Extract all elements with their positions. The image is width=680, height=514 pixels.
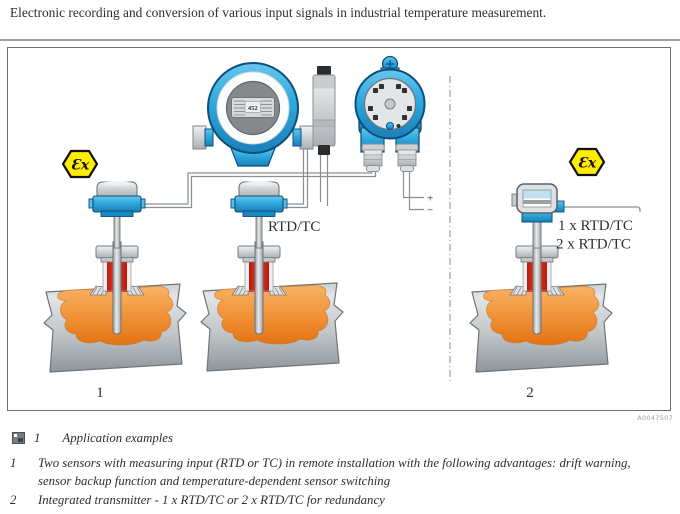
ex-text: Ɛx xyxy=(71,158,90,174)
figure-number: 1 xyxy=(34,431,41,445)
figure-reference-code: A0047507 xyxy=(637,414,673,422)
label-rtd-tc: RTD/TC xyxy=(268,219,320,235)
ex-text: Ɛx xyxy=(578,156,597,172)
cable-gland-left xyxy=(361,143,385,172)
remote-sensor-head-2 xyxy=(230,180,288,249)
legend-item: 2 Integrated transmitter - 1 x RTD/TC or… xyxy=(10,491,650,509)
field-transmitter: 452 xyxy=(192,62,314,167)
head-transmitter xyxy=(354,55,426,172)
figure-caption-text: Application examples xyxy=(62,431,173,445)
header-divider xyxy=(0,39,680,41)
legend-item-number: 1 xyxy=(10,456,17,470)
terminal-screws xyxy=(368,84,412,120)
legend: 1 Two sensors with measuring input (RTD … xyxy=(10,454,650,510)
display-value: 452 xyxy=(248,105,258,112)
application-diagram: + − xyxy=(43,55,641,401)
terminal-minus-label: − xyxy=(427,205,433,217)
figure-frame: + − xyxy=(7,47,671,411)
figure-caption-row: 1 Application examples xyxy=(12,431,173,446)
legend-item-text: Two sensors with measuring input (RTD or… xyxy=(38,456,631,489)
cable-gland-right xyxy=(395,143,419,172)
legend-item: 1 Two sensors with measuring input (RTD … xyxy=(10,454,650,490)
ex-symbol-right: Ɛx xyxy=(568,147,606,177)
pipe-2 xyxy=(200,282,344,372)
remote-sensor-head-1 xyxy=(88,180,146,249)
label-1x-rtd-tc: 1 x RTD/TC xyxy=(558,218,633,234)
legend-item-number: 2 xyxy=(10,493,17,508)
integrated-transmitter-head xyxy=(511,183,565,249)
page-title: Electronic recording and conversion of v… xyxy=(10,5,547,20)
rail-transmitter xyxy=(312,66,336,155)
example-number-1: 1 xyxy=(96,385,104,401)
terminal-plus-label: + xyxy=(427,193,433,205)
example-number-2: 2 xyxy=(526,385,534,401)
ex-symbol-left: Ɛx xyxy=(61,149,99,179)
figure-icon xyxy=(12,432,25,444)
label-2x-rtd-tc: 2 x RTD/TC xyxy=(556,237,631,253)
connection-wires xyxy=(142,149,641,212)
legend-item-text: Integrated transmitter - 1 x RTD/TC or 2… xyxy=(38,493,385,508)
